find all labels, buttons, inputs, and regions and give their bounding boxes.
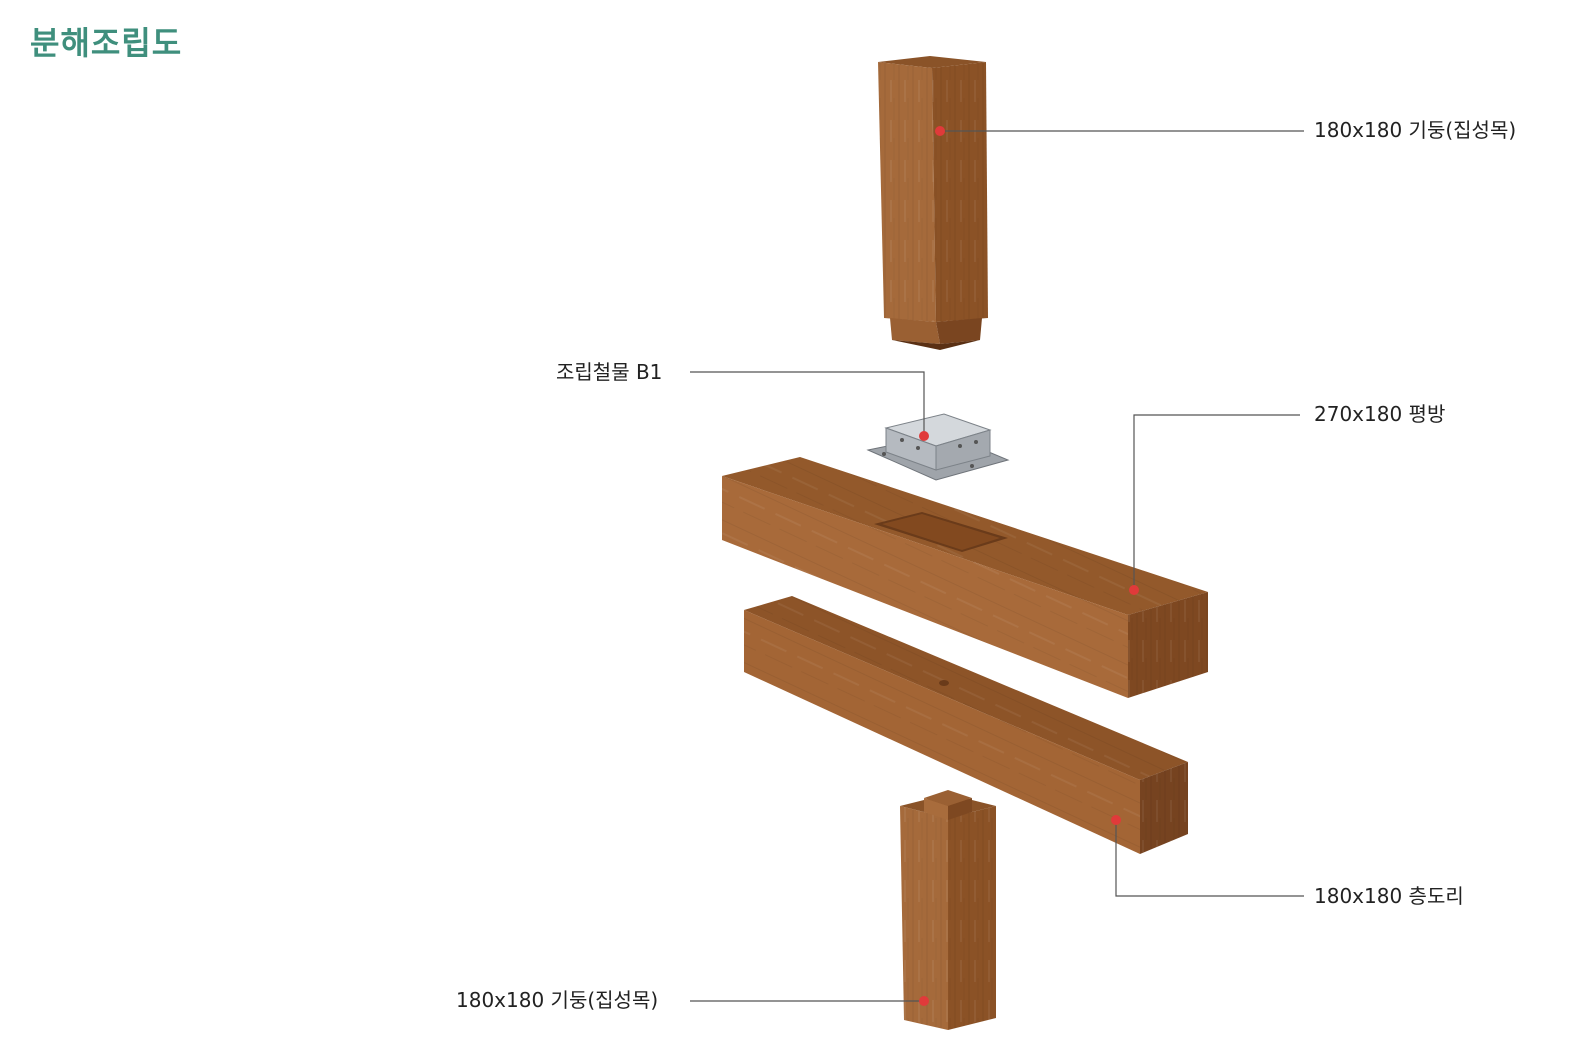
callout-markers	[919, 126, 1139, 1006]
label-bracket: 조립철물 B1	[556, 360, 663, 384]
girder-180x180	[744, 596, 1188, 854]
lower-post	[900, 790, 996, 1030]
beam-270x180	[722, 457, 1208, 698]
label-lower-post: 180x180 기둥(집성목)	[456, 988, 659, 1012]
leader-lines	[690, 130, 1304, 1002]
page-title: 분해조립도	[30, 24, 183, 62]
label-beam: 270x180 평방	[1314, 402, 1446, 426]
marker-lower-post	[919, 996, 929, 1006]
marker-bracket	[919, 431, 929, 441]
leader-bracket	[690, 371, 925, 434]
label-girder: 180x180 층도리	[1314, 884, 1464, 908]
label-upper-post: 180x180 기둥(집성목)	[1314, 118, 1517, 142]
marker-girder	[1111, 815, 1121, 825]
marker-beam	[1129, 585, 1139, 595]
leader-beam	[1133, 414, 1300, 588]
leader-girder	[1115, 820, 1304, 897]
upper-post	[878, 56, 988, 350]
marker-upper-post	[935, 126, 945, 136]
bracket-b1	[866, 413, 1010, 481]
